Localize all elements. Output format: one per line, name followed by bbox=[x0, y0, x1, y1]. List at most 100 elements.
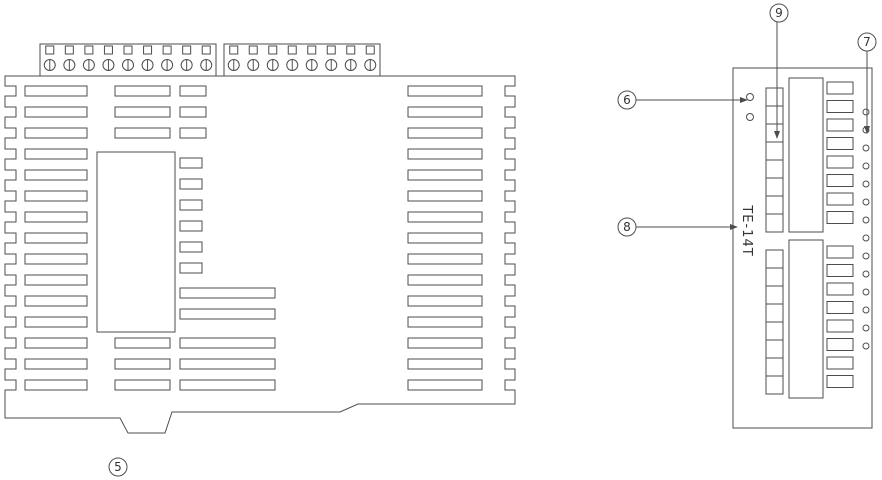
vent-slot bbox=[179, 157, 203, 169]
led-indicator bbox=[862, 342, 870, 350]
terminal-cell bbox=[765, 87, 784, 107]
pin-contact bbox=[826, 356, 854, 370]
terminal-cell bbox=[765, 375, 784, 395]
vent-slot bbox=[24, 253, 88, 265]
module-front-view bbox=[732, 67, 873, 429]
led-indicator bbox=[862, 306, 870, 314]
pin-contact bbox=[826, 192, 854, 206]
vent-slot bbox=[24, 379, 88, 391]
connector-body bbox=[788, 239, 824, 399]
vent-slot bbox=[114, 106, 171, 118]
connector-body bbox=[788, 77, 824, 233]
vent-slot bbox=[24, 316, 88, 328]
callout-8-arrowhead bbox=[730, 224, 738, 230]
led-indicator bbox=[862, 234, 870, 242]
pin-contact bbox=[826, 137, 854, 150]
vent-slot bbox=[179, 358, 276, 370]
callout-6-number: 6 bbox=[623, 93, 631, 107]
pin-contact bbox=[826, 211, 854, 224]
vent-slot bbox=[179, 127, 207, 139]
terminal-cell bbox=[765, 285, 784, 305]
vent-slot bbox=[407, 106, 483, 118]
vent-slot bbox=[24, 211, 88, 223]
pin-contact bbox=[826, 100, 854, 113]
vent-slot bbox=[24, 232, 88, 244]
pin-contact bbox=[826, 118, 854, 132]
vent-slot bbox=[407, 169, 483, 181]
terminal-wire-entry bbox=[143, 45, 153, 55]
vent-slot bbox=[407, 232, 483, 244]
led-indicator bbox=[862, 180, 870, 188]
terminal-cell bbox=[765, 159, 784, 179]
pin-contact bbox=[826, 282, 854, 296]
callout-9: 9 bbox=[769, 3, 789, 139]
vent-slot bbox=[24, 169, 88, 181]
callout-9-number: 9 bbox=[775, 6, 783, 20]
terminal-cell bbox=[765, 339, 784, 359]
vent-slot bbox=[24, 295, 88, 307]
terminal-wire-entry bbox=[162, 45, 172, 55]
vent-slot bbox=[114, 379, 171, 391]
pin-contact bbox=[826, 319, 854, 333]
terminal-cell bbox=[765, 213, 784, 233]
terminal-cell bbox=[765, 105, 784, 125]
device-model-label: TE-14T bbox=[739, 204, 754, 256]
callout-7: 7 bbox=[857, 32, 877, 134]
vent-slot bbox=[179, 241, 203, 253]
vent-slot bbox=[179, 220, 203, 232]
callouts: 5 6 7 8 9 bbox=[108, 3, 877, 477]
led-indicator bbox=[862, 198, 870, 206]
vent-slot bbox=[407, 211, 483, 223]
terminal-cell bbox=[765, 303, 784, 323]
pin-contact bbox=[826, 155, 854, 169]
led-indicator bbox=[862, 162, 870, 170]
terminal-block-2 bbox=[223, 43, 381, 77]
terminal-wire-entry bbox=[182, 45, 192, 55]
led-indicator bbox=[862, 108, 870, 116]
terminal-wire-entry bbox=[64, 45, 74, 55]
vent-slot bbox=[179, 287, 276, 299]
terminal-wire-entry bbox=[365, 45, 375, 55]
terminal-cell bbox=[765, 195, 784, 215]
terminal-cell bbox=[765, 321, 784, 341]
indicator-hole bbox=[746, 93, 754, 101]
vent-slot bbox=[407, 148, 483, 160]
callout-6: 6 bbox=[617, 90, 748, 110]
callout-9-circle bbox=[769, 3, 789, 23]
vent-slot bbox=[24, 337, 88, 349]
vent-slot bbox=[114, 358, 171, 370]
vent-slot bbox=[407, 295, 483, 307]
vent-slot bbox=[407, 358, 483, 370]
callout-8: 8 bbox=[617, 217, 738, 237]
terminal-wire-entry bbox=[84, 45, 94, 55]
terminal-cell bbox=[765, 357, 784, 377]
vent-slot bbox=[407, 127, 483, 139]
terminal-wire-entry bbox=[123, 45, 133, 55]
vent-slot bbox=[24, 190, 88, 202]
callout-6-arrowhead bbox=[740, 97, 748, 103]
component-cutout bbox=[96, 151, 176, 333]
vent-slot bbox=[179, 337, 276, 349]
vent-slot bbox=[179, 199, 203, 211]
vent-slot bbox=[407, 274, 483, 286]
terminal-wire-entry bbox=[201, 45, 211, 55]
callout-9-arrowhead bbox=[774, 131, 780, 139]
terminal-wire-entry bbox=[229, 45, 239, 55]
terminal-wire-entry bbox=[326, 45, 336, 55]
vent-slot bbox=[407, 316, 483, 328]
vent-slot bbox=[24, 127, 88, 139]
callout-5-circle bbox=[108, 457, 128, 477]
vent-slot bbox=[24, 85, 88, 97]
terminal-block-1 bbox=[39, 43, 217, 77]
callout-8-number: 8 bbox=[623, 220, 631, 234]
led-indicator bbox=[862, 144, 870, 152]
terminal-wire-entry bbox=[45, 45, 55, 55]
vent-slot bbox=[179, 262, 203, 274]
module-body-outline bbox=[4, 75, 516, 434]
pin-contact bbox=[826, 245, 854, 259]
led-indicator bbox=[862, 324, 870, 332]
pin-contact bbox=[826, 174, 854, 187]
terminal-wire-entry bbox=[268, 45, 278, 55]
